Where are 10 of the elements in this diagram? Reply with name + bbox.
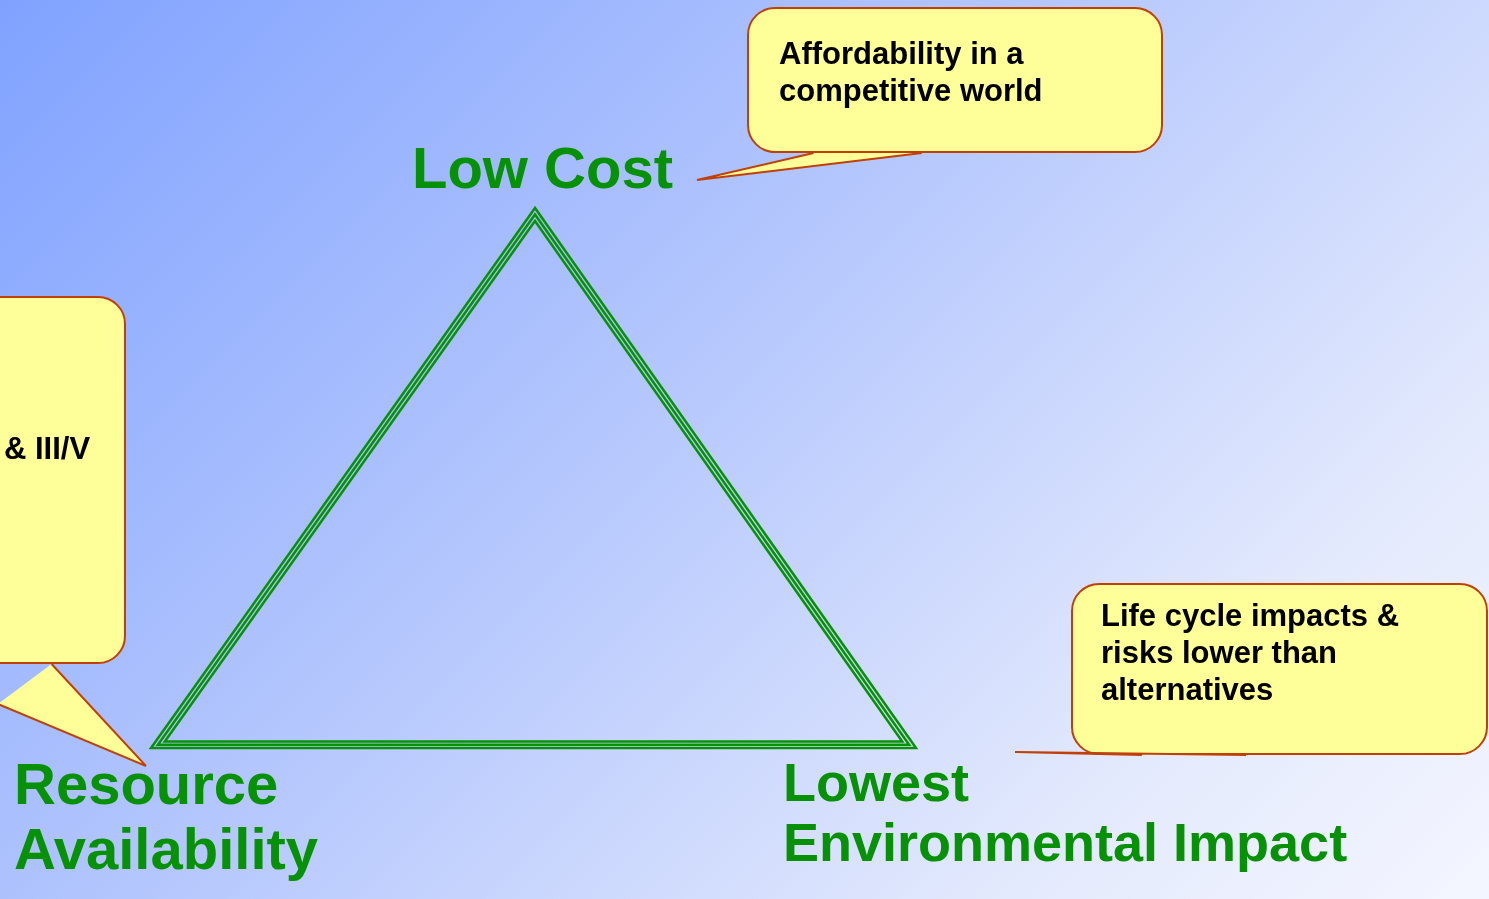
callout-text: Life cycle impacts & risks lower than alternatives [1101, 597, 1401, 709]
vertex-label: Lowest Environmental Impact [783, 752, 1348, 873]
vertex-label: Resource Availability [14, 751, 319, 881]
callout-text: Affordability in a competitive world [779, 35, 1044, 110]
callout-box [1071, 583, 1488, 755]
callout-pointer [1014, 751, 1248, 756]
callout-pointer [696, 152, 923, 181]
vertex-label: Low Cost [412, 135, 673, 200]
callout-pointer [0, 663, 147, 767]
callout-text: & III/V [4, 430, 92, 468]
